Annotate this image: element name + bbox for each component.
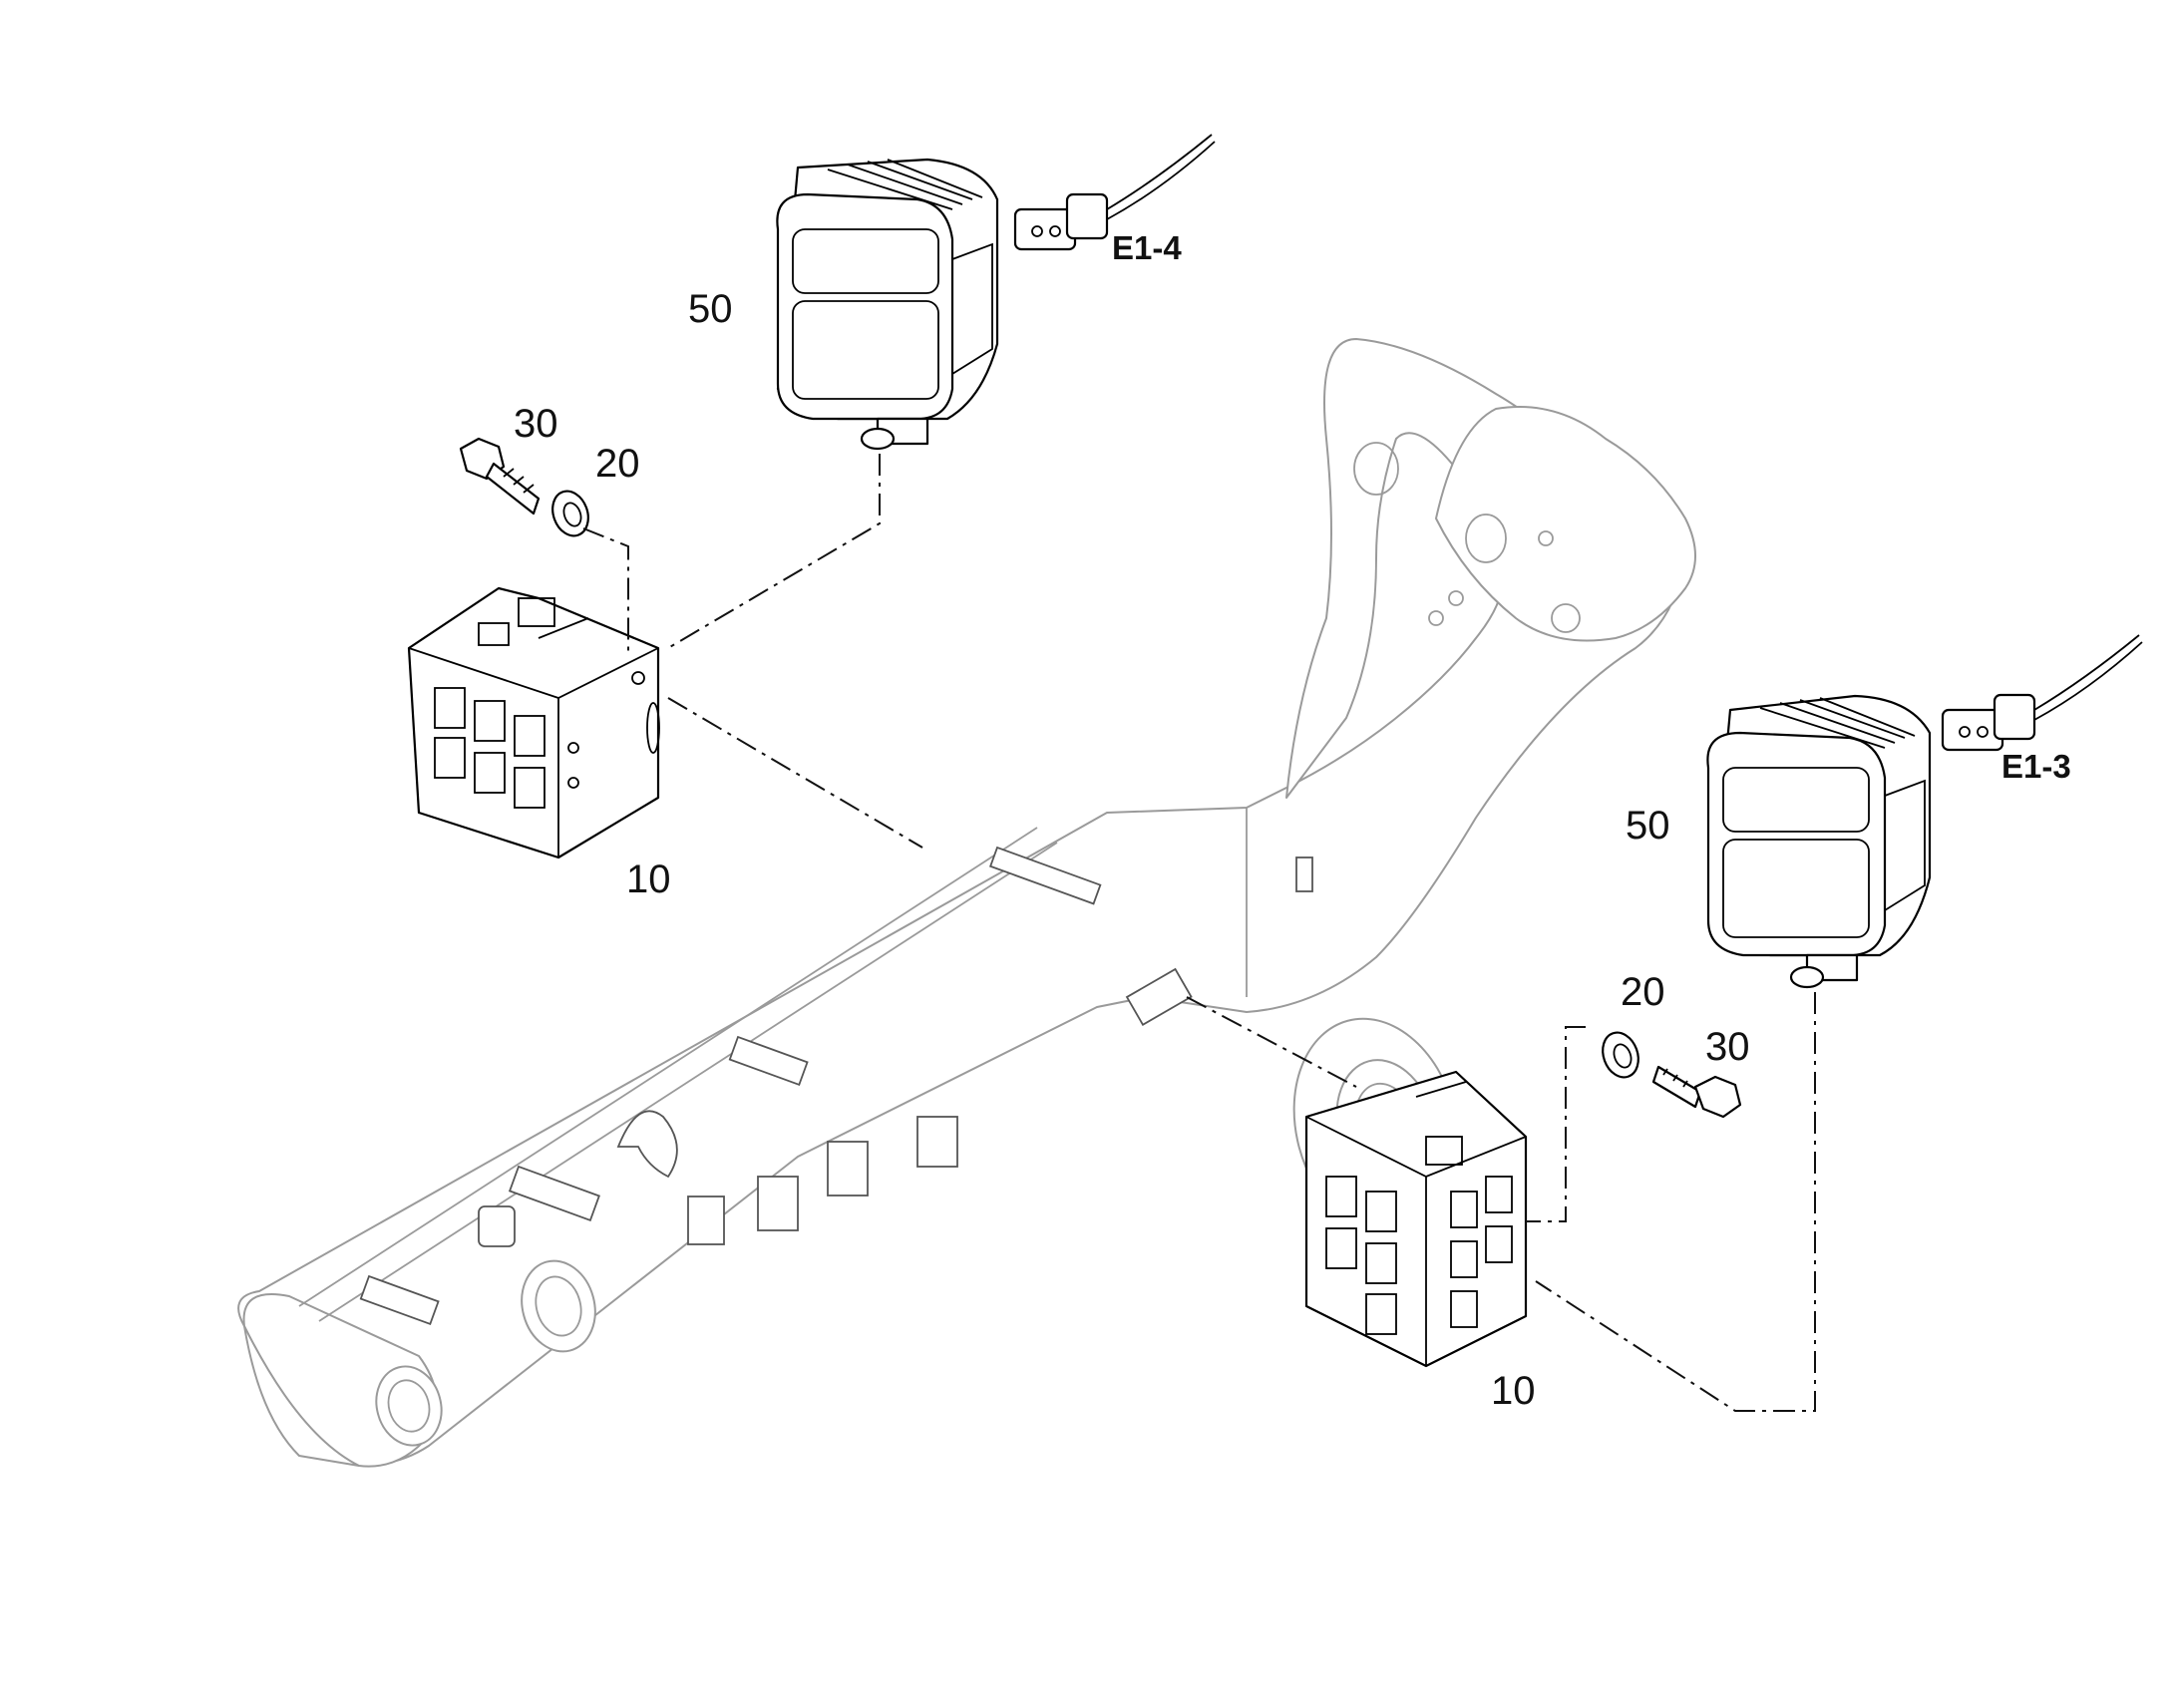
work-lamp-left (776, 158, 999, 451)
washer-left (551, 490, 589, 537)
callout-bracket-right: 10 (1491, 1369, 1536, 1413)
work-lamp-right (1706, 694, 1932, 989)
callout-bolt-left: 30 (514, 402, 558, 446)
callout-lamp-left: 50 (688, 287, 733, 331)
lamp-bracket-right (1304, 1070, 1528, 1368)
callout-bracket-left: 10 (626, 857, 671, 901)
bolt-left (459, 437, 541, 515)
bolt-right (1651, 1065, 1742, 1119)
callout-washer-right: 20 (1621, 970, 1665, 1014)
callout-connector-e1-4: E1-4 (1112, 229, 1182, 266)
callout-washer-left: 20 (595, 442, 640, 486)
callout-lamp-right: 50 (1626, 804, 1670, 848)
assembly-leader-lines (582, 454, 1816, 1412)
connector-plug-left (1013, 134, 1216, 251)
washer-right (1602, 1031, 1639, 1079)
connector-plug-right (1941, 634, 2143, 752)
callout-bolt-right: 30 (1705, 1025, 1750, 1069)
callout-connector-e1-3: E1-3 (2001, 748, 2071, 785)
lamp-bracket-left (407, 586, 660, 859)
